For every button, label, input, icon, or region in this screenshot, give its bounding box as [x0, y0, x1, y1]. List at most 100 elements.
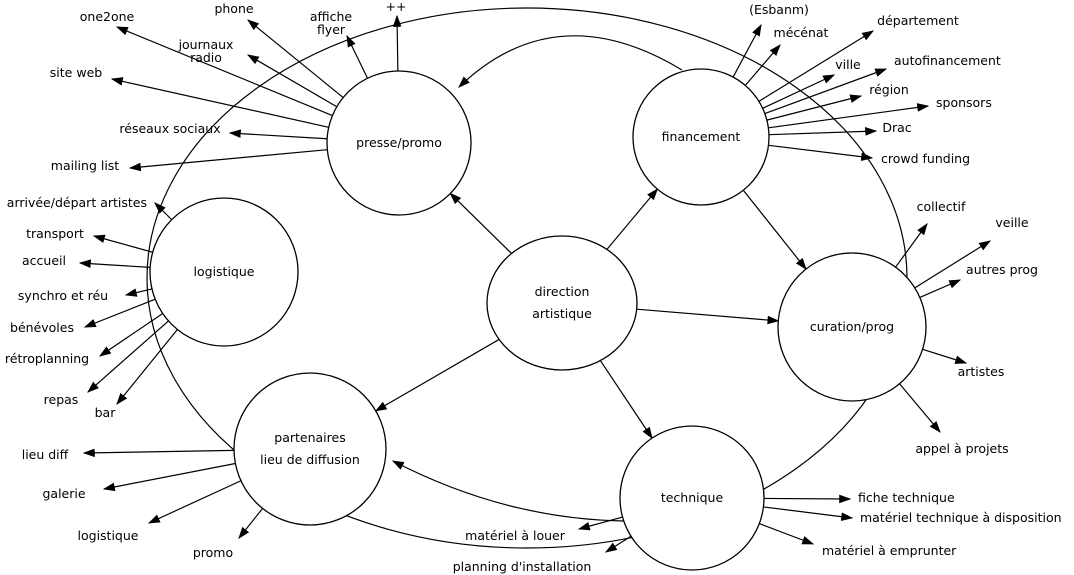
edge-financement-to-curation-prog — [742, 189, 807, 271]
edge-direction-artistique-to-presse-promo — [449, 192, 512, 254]
arrow-mecenat — [744, 44, 781, 86]
label-galerie: galerie — [42, 486, 85, 501]
label-retroplanning: rétroplanning — [5, 351, 89, 366]
node-direction-artistique — [486, 235, 638, 371]
arrow-retroplanning — [99, 313, 164, 357]
arrow-galerie — [102, 462, 236, 492]
label-site-web: site web — [50, 65, 102, 80]
arrow-collectif — [895, 223, 928, 268]
arrow-bar — [116, 329, 178, 405]
label-esbanm: (Esbanm) — [749, 2, 809, 17]
label-sponsors: sponsors — [936, 95, 992, 110]
loop-arrow-top-to-presse-promo — [458, 35, 683, 88]
node-partenaires — [233, 372, 387, 526]
arrow-logistique-partenaire — [147, 480, 242, 524]
label-reseaux-sociaux: réseaux sociaux — [119, 121, 220, 136]
label-autres-prog: autres prog — [966, 262, 1038, 277]
label-materiel-a-emprunter: matériel à emprunter — [822, 543, 957, 558]
label-promo: promo — [193, 545, 233, 560]
label-mecenat: mécénat — [774, 25, 829, 40]
label-materiel-a-louer: matériel à louer — [465, 528, 566, 543]
arrow-reseaux-sociaux — [228, 129, 328, 140]
edge-direction-artistique-to-financement — [606, 188, 659, 250]
node-technique — [619, 425, 765, 571]
arrow-affiche-flyer — [346, 34, 369, 79]
node-label-financement: financement — [662, 129, 741, 144]
arrow-autres-prog — [919, 279, 962, 299]
label-appel-a-projets: appel à projets — [915, 441, 1008, 456]
arrow-benevoles — [83, 298, 156, 328]
arrow-planning-d-installation — [604, 535, 632, 553]
label-logistique-partenaire: logistique — [78, 528, 139, 543]
label-veille: veille — [995, 215, 1029, 230]
label-crowd-funding: crowd funding — [881, 151, 970, 166]
label-autofinancement: autofinancement — [894, 53, 1001, 68]
node-financement — [632, 68, 770, 206]
label-synchro-et-reu: synchro et réu — [18, 288, 108, 303]
edge-direction-artistique-to-curation-prog — [636, 308, 780, 325]
arrow-arrivee-depart-artistes — [154, 202, 173, 221]
arrow-artistes — [922, 348, 968, 364]
label-artistes: artistes — [958, 364, 1005, 379]
label-departement: département — [877, 13, 959, 28]
arrow-materiel-a-louer — [577, 516, 623, 531]
arrow-one2one — [115, 26, 333, 117]
edge-direction-artistique-to-technique — [599, 360, 653, 440]
label-lieu-diff: lieu diff — [22, 447, 69, 462]
label-fiche-technique: fiche technique — [858, 490, 955, 505]
arrow-phone — [247, 19, 344, 98]
loop-arrow-bottom-to-partenaires — [391, 460, 625, 522]
label-planning-d-installation: planning d'installation — [453, 559, 592, 574]
arrow-materiel-a-emprunter — [759, 523, 815, 545]
arrow-departement — [758, 30, 875, 102]
arrow-region — [766, 94, 863, 121]
label-drac: Drac — [882, 120, 911, 135]
node-label-curation-prog: curation/prog — [810, 319, 894, 334]
arrow-plus-plus — [392, 14, 402, 72]
arrow-site-web — [110, 77, 329, 128]
arrow-crowd-funding — [768, 144, 874, 161]
label-transport: transport — [26, 226, 84, 241]
label-accueil: accueil — [22, 253, 66, 268]
arrow-appel-a-projets — [899, 383, 941, 433]
arrow-lieu-diff — [82, 448, 235, 458]
arrow-repas — [87, 320, 169, 393]
label-benevoles: bénévoles — [10, 320, 74, 335]
label-arrivee-depart-artistes: arrivée/départ artistes — [7, 195, 147, 210]
arrow-sponsors — [768, 103, 930, 129]
label-collectif: collectif — [917, 199, 966, 214]
arrow-esbanm — [732, 23, 762, 78]
node-logistique — [149, 197, 299, 347]
arrow-autofinancement — [764, 68, 888, 115]
arrow-journaux-radio — [246, 54, 338, 108]
label-ville: ville — [835, 57, 861, 72]
node-label-logistique: logistique — [194, 264, 255, 279]
label-materiel-technique-a-disposition: matériel technique à disposition — [860, 510, 1062, 525]
arrow-synchro-et-reu — [124, 288, 153, 297]
arrow-promo — [238, 508, 264, 539]
arrow-ville — [762, 74, 836, 109]
arrow-materiel-technique-a-disposition — [763, 506, 854, 521]
arrow-veille — [914, 240, 992, 289]
label-repas: repas — [44, 392, 79, 407]
label-one2one: one2one — [80, 9, 135, 24]
arrow-transport — [92, 234, 153, 253]
node-label-technique: technique — [661, 490, 724, 505]
node-curation-prog — [777, 252, 927, 402]
label-phone: phone — [214, 1, 253, 16]
label-mailing-list: mailing list — [51, 158, 120, 173]
arrow-fiche-technique — [763, 494, 852, 504]
arrow-accueil — [78, 259, 151, 268]
node-label-presse-promo: presse/promo — [356, 135, 442, 150]
label-plus-plus: ++ — [386, 0, 407, 14]
arrow-drac — [768, 127, 878, 136]
arrow-mailing-list — [128, 149, 328, 172]
edge-direction-artistique-to-partenaires — [374, 338, 500, 412]
label-bar: bar — [95, 405, 117, 420]
